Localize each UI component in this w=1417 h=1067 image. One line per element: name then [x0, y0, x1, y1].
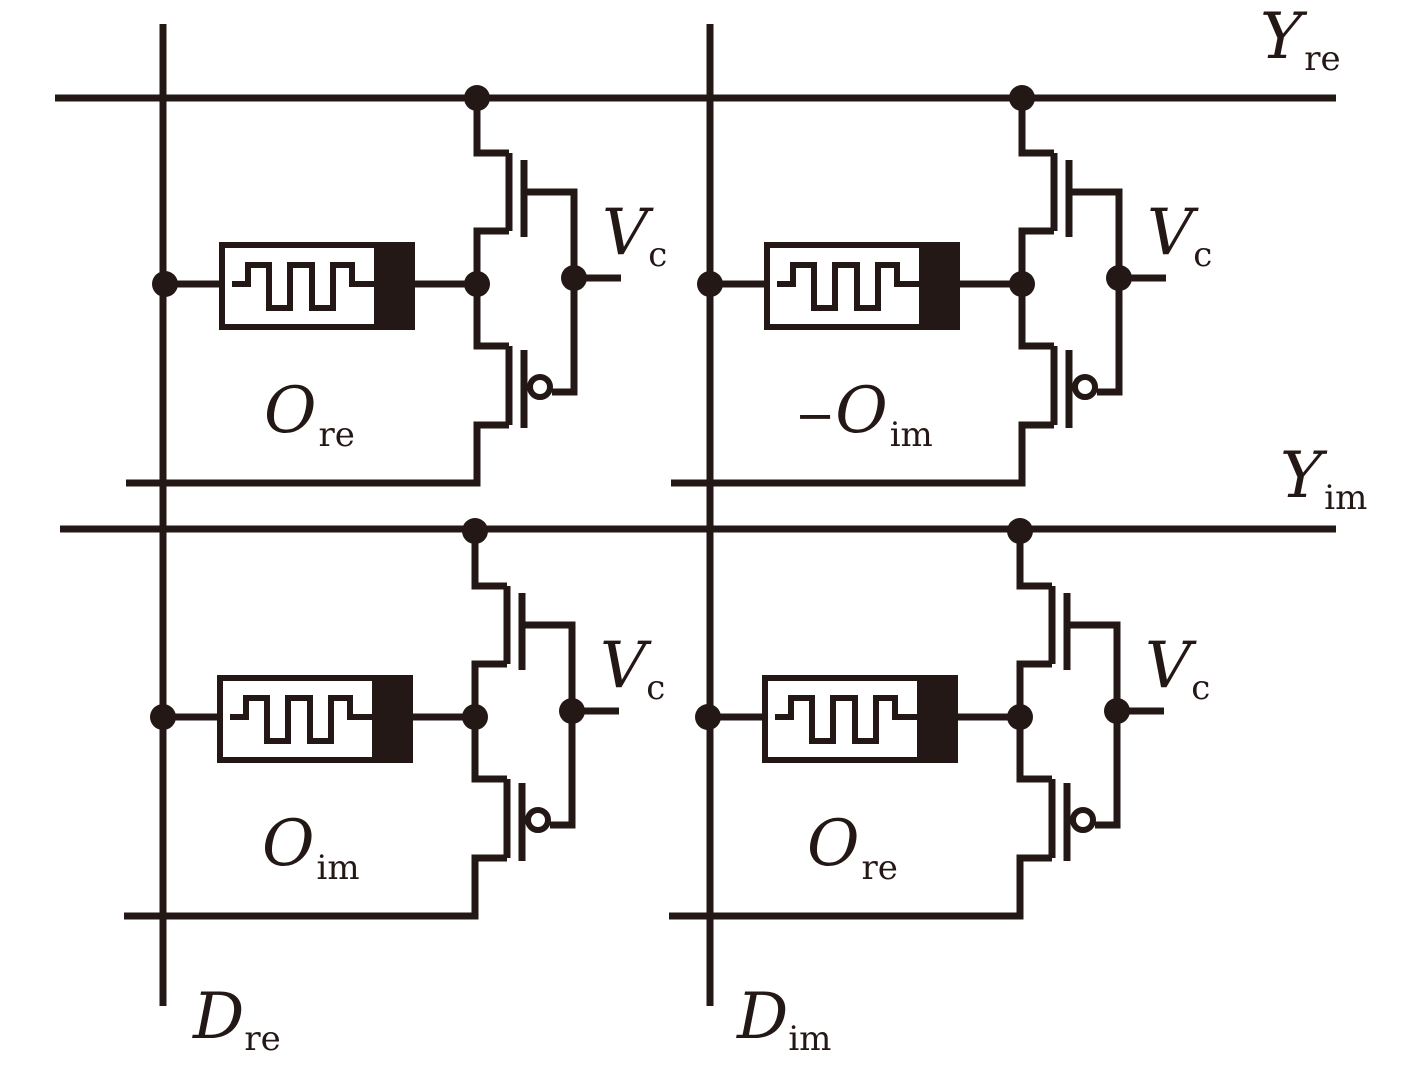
row-tap-wire	[471, 531, 507, 590]
gate-voltage-label: Vc	[1145, 629, 1210, 708]
junction-column-dot	[697, 271, 723, 297]
weight-label: Oim	[262, 807, 360, 888]
memristor-polarity-band	[374, 242, 415, 330]
column-label-d-re: Dre	[192, 980, 281, 1059]
pmos-bubble	[525, 807, 551, 833]
memristor-body	[764, 242, 942, 330]
nmos-gate-wire	[525, 621, 576, 829]
pmos-drain-wire	[126, 421, 509, 487]
gate-voltage-label: Vc	[600, 629, 665, 708]
weight-label: −Oim	[795, 374, 933, 455]
junction-gate-dot	[559, 698, 585, 724]
pmos-bubble	[527, 374, 553, 400]
pmos-bubble	[1072, 374, 1098, 400]
memristor-meander	[232, 262, 374, 311]
gate-voltage-label: Vc	[602, 196, 667, 275]
memristor-polarity-band	[917, 675, 958, 763]
pmos-drain-wire	[124, 854, 507, 920]
junction-column-dot	[152, 271, 178, 297]
junction-row-dot	[464, 85, 490, 111]
junction-transistor-dot	[1007, 704, 1033, 730]
row-tap-wire	[1016, 531, 1052, 590]
weight-label: Ore	[807, 807, 898, 888]
memristor-polarity-band	[372, 675, 413, 763]
pmos-bubble	[1070, 807, 1096, 833]
memristor-polarity-band	[919, 242, 960, 330]
junction-column-dot	[695, 704, 721, 730]
nmos-gate-wire	[1070, 621, 1121, 829]
memristor-meander	[775, 695, 917, 744]
pmos-drain-wire	[669, 854, 1052, 920]
junction-column-dot	[150, 704, 176, 730]
junction-row-dot	[1007, 518, 1033, 544]
junction-row-dot	[462, 518, 488, 544]
row-tap-wire	[473, 98, 509, 157]
row-label-y-im: Yim	[1280, 439, 1367, 518]
cell-bottom-right: Ore Vc	[669, 518, 1210, 920]
junction-transistor-dot	[464, 271, 490, 297]
cell-top-left: Ore Vc	[126, 85, 667, 487]
row-tap-wire	[1018, 98, 1054, 157]
nmos-gate-wire	[1072, 188, 1123, 396]
weight-label: Ore	[264, 374, 355, 455]
gate-voltage-label: Vc	[1147, 196, 1212, 275]
junction-gate-dot	[561, 265, 587, 291]
pmos-drain-wire	[671, 421, 1054, 487]
junction-transistor-dot	[462, 704, 488, 730]
row-label-y-re: Yre	[1260, 0, 1341, 79]
memristor-meander	[230, 695, 372, 744]
cell-bottom-left: Oim Vc	[124, 518, 665, 920]
column-label-d-im: Dim	[736, 980, 831, 1059]
cell-top-right: −Oim Vc	[671, 85, 1212, 487]
junction-row-dot	[1009, 85, 1035, 111]
junction-gate-dot	[1106, 265, 1132, 291]
memristor-meander	[777, 262, 919, 311]
junction-gate-dot	[1104, 698, 1130, 724]
junction-transistor-dot	[1009, 271, 1035, 297]
nmos-gate-wire	[527, 188, 578, 396]
